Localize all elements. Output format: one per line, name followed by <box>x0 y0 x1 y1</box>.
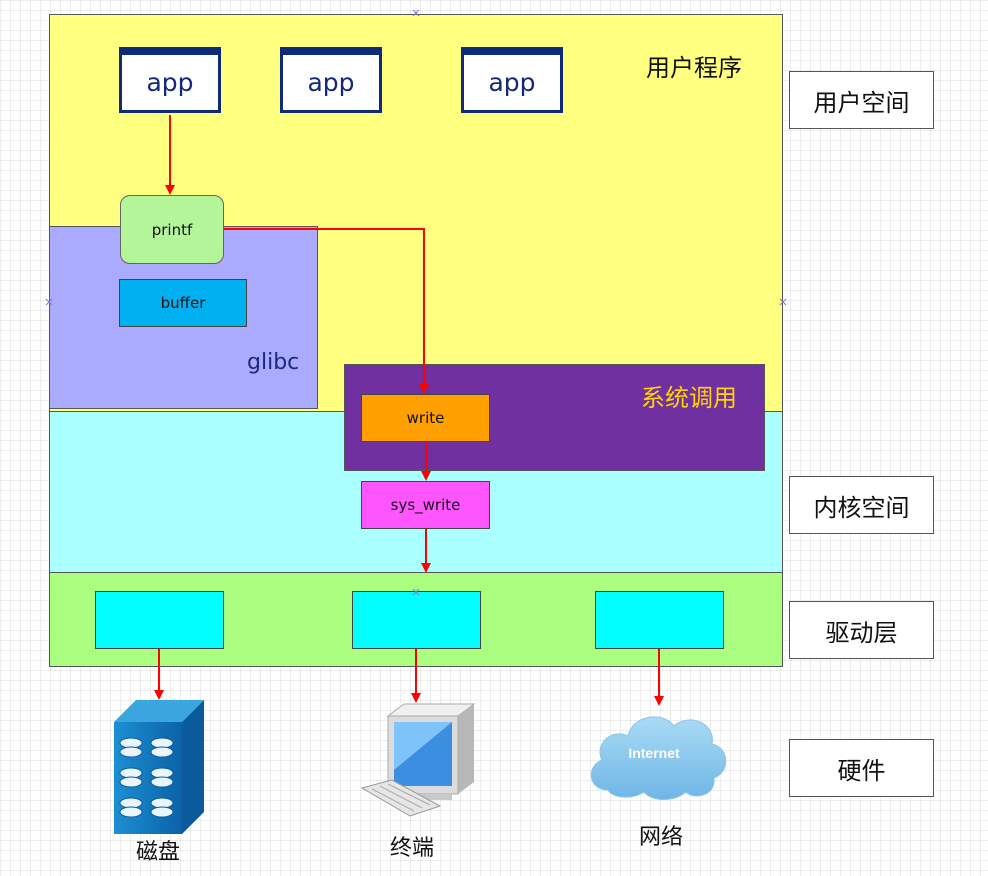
buffer-box: buffer <box>119 279 247 327</box>
write-box: write <box>361 394 490 442</box>
side-label-user-space: 用户空间 <box>789 71 934 129</box>
sys-write-label: sys_write <box>390 496 461 514</box>
printf-box: printf <box>120 195 224 264</box>
internet-cloud-text: Internet <box>628 745 680 761</box>
buffer-label: buffer <box>160 294 206 312</box>
app-window-2: app <box>280 47 382 113</box>
write-label: write <box>406 409 445 427</box>
driver-box-disk <box>95 591 224 649</box>
side-label-user-space-text: 用户空间 <box>813 88 910 117</box>
side-label-hardware: 硬件 <box>789 739 934 797</box>
user-program-label: 用户程序 <box>646 54 742 82</box>
sys-write-box: sys_write <box>361 481 490 529</box>
glibc-label: glibc <box>247 350 300 375</box>
side-label-driver-layer: 驱动层 <box>789 601 934 659</box>
side-label-kernel-space: 内核空间 <box>789 476 934 534</box>
hardware-caption-network: 网络 <box>639 825 684 850</box>
app-window-1: app <box>119 47 221 113</box>
side-label-driver-layer-text: 驱动层 <box>825 618 898 647</box>
hardware-caption-disk: 磁盘 <box>136 840 181 865</box>
computer-terminal-icon <box>360 703 476 817</box>
app-label: app <box>146 68 194 97</box>
side-label-hardware-text: 硬件 <box>837 756 886 785</box>
system-call-label: 系统调用 <box>641 384 737 412</box>
side-label-kernel-space-text: 内核空间 <box>813 493 910 522</box>
printf-label: printf <box>151 220 193 239</box>
disk-server-icon <box>114 700 204 834</box>
driver-box-network <box>595 591 724 649</box>
app-label: app <box>488 68 536 97</box>
app-label: app <box>307 68 355 97</box>
internet-cloud-icon: Internet <box>591 716 727 800</box>
selection-handles <box>45 9 787 596</box>
app-window-3: app <box>461 47 563 113</box>
arrow-printf-to-write <box>224 228 429 394</box>
hardware-caption-terminal: 终端 <box>390 836 435 861</box>
